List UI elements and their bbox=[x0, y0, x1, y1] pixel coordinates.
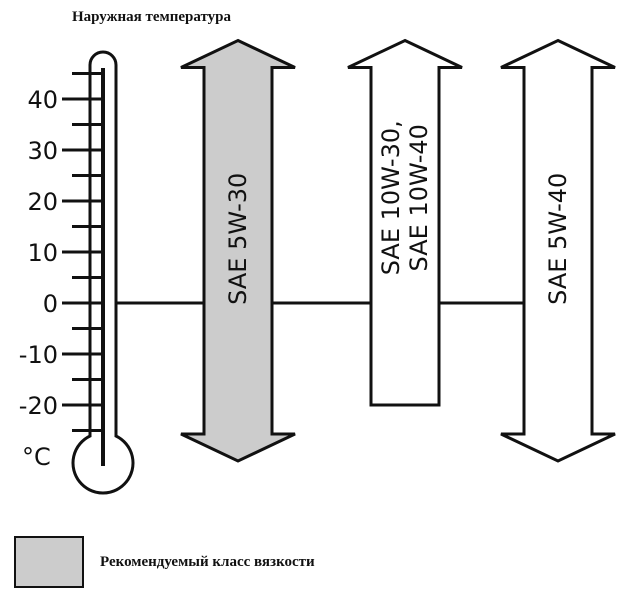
diagram-title: Наружная температура bbox=[72, 9, 232, 25]
temperature-tick-label: 20 bbox=[27, 188, 58, 216]
temperature-tick-label: 40 bbox=[27, 86, 58, 114]
temperature-tick-label: 10 bbox=[27, 239, 58, 267]
temperature-scale-labels: 40 30 20 10 0 -10 -20 bbox=[19, 86, 58, 420]
legend-swatch bbox=[14, 536, 84, 588]
thermometer-ticks bbox=[62, 72, 103, 432]
legend: Рекомендуемый класс вязкости bbox=[14, 536, 315, 588]
temperature-tick-label: -10 bbox=[19, 341, 58, 369]
viscosity-grade-label-line: SAE 10W-30, bbox=[377, 120, 405, 275]
viscosity-grade-label: SAE 10W-30,SAE 10W-40 bbox=[377, 120, 433, 275]
viscosity-grade-arrow: SAE 5W-40 bbox=[500, 38, 616, 463]
arrow-shape bbox=[500, 38, 616, 463]
viscosity-grade-arrows: SAE 5W-30 SAE 10W-30,SAE 10W-40 SAE 5W-40 bbox=[180, 38, 616, 463]
thermometer-icon bbox=[62, 50, 135, 495]
viscosity-grade-arrow: SAE 10W-30,SAE 10W-40 bbox=[347, 38, 463, 407]
temperature-tick-label: 30 bbox=[27, 137, 58, 165]
arrow-shape bbox=[180, 38, 296, 463]
temperature-tick-label: 0 bbox=[43, 290, 58, 318]
viscosity-grade-label: SAE 5W-30 bbox=[224, 173, 252, 305]
viscosity-grade-label-line: SAE 10W-40 bbox=[405, 124, 433, 271]
legend-label: Рекомендуемый класс вязкости bbox=[100, 554, 315, 570]
temperature-unit-label: °C bbox=[22, 443, 51, 471]
arrow-shape bbox=[347, 38, 463, 407]
temperature-tick-label: -20 bbox=[19, 392, 58, 420]
viscosity-grade-label-line: SAE 5W-30 bbox=[224, 173, 252, 305]
viscosity-grade-arrow: SAE 5W-30 bbox=[180, 38, 296, 463]
viscosity-grade-label: SAE 5W-40 bbox=[544, 173, 572, 305]
viscosity-grade-label-line: SAE 5W-40 bbox=[544, 173, 572, 305]
